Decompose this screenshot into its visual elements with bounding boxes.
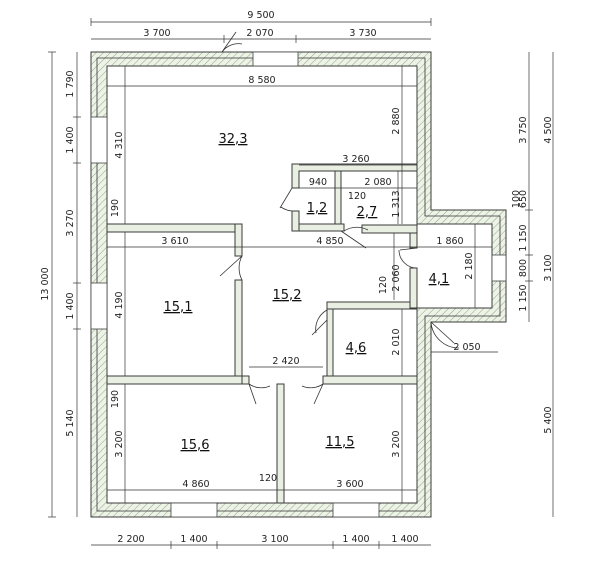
dim-wall-120a: 120 — [378, 276, 389, 294]
window-left-2 — [90, 282, 108, 330]
dim-left-4: 1 400 — [65, 292, 76, 319]
dim-bath-wall: 120 — [348, 191, 366, 202]
dim-bottom-4: 1 400 — [342, 534, 369, 545]
dim-bed-w1: 4 860 — [182, 479, 209, 490]
dim-right-2: 4 500 — [543, 116, 554, 143]
dimension-labels: 9 500 3 700 2 070 3 730 8 580 3 260 940 … — [40, 10, 554, 545]
room-porch-area: 4,1 — [429, 272, 450, 287]
dim-hall-w2: 4 850 — [316, 236, 343, 247]
dim-right-7: 3 100 — [543, 254, 554, 281]
dim-bottom-5: 1 400 — [391, 534, 418, 545]
room-toilet-area: 1,2 — [307, 201, 328, 216]
dim-closet-h: 2 010 — [391, 328, 402, 355]
dim-right-1: 3 750 — [518, 116, 529, 143]
dim-porch-w: 1 860 — [436, 236, 463, 247]
dim-bath-w2: 2 080 — [364, 177, 391, 188]
dim-left-1: 1 790 — [65, 70, 76, 97]
doors — [219, 31, 460, 405]
dim-inner-left-3: 4 190 — [114, 291, 125, 318]
dim-top-right: 3 730 — [349, 28, 376, 39]
dim-inner-left-1: 4 310 — [114, 131, 125, 158]
windows — [90, 51, 507, 518]
dim-inner-left-4: 190 — [110, 390, 121, 408]
dim-inner-top: 8 580 — [248, 75, 275, 86]
room-labels: 32,3 1,2 2,7 15,1 15,2 4,1 4,6 15,6 11,5 — [164, 132, 450, 453]
window-top — [252, 51, 299, 67]
room-bed-right-area: 11,5 — [326, 435, 355, 450]
outer-dimension-lines — [48, 18, 554, 549]
window-bottom-2 — [332, 502, 380, 518]
dim-inner-left-5: 3 200 — [114, 430, 125, 457]
dim-bath-w1: 940 — [309, 177, 327, 188]
room-living-area: 32,3 — [219, 132, 248, 147]
room-left-area: 15,1 — [164, 300, 193, 315]
dim-bed-h-right: 3 200 — [391, 430, 402, 457]
inner-dimension-lines — [107, 66, 492, 503]
dim-right-4: 650 — [518, 190, 529, 208]
dim-bottom-3: 3 100 — [261, 534, 288, 545]
window-right — [491, 254, 507, 282]
dim-corridor-w: 2 420 — [272, 356, 299, 367]
dim-right-8: 1 150 — [518, 284, 529, 311]
dim-porch-bottom: 2 050 — [453, 342, 480, 353]
room-bath-area: 2,7 — [357, 205, 378, 220]
inner-walls — [106, 163, 418, 504]
dim-bottom-1: 2 200 — [117, 534, 144, 545]
window-left-1 — [90, 116, 108, 164]
dim-bed-w2: 3 600 — [336, 479, 363, 490]
room-closet-area: 4,6 — [346, 341, 367, 356]
dim-top-left: 3 700 — [143, 28, 170, 39]
room-hall-area: 15,2 — [273, 288, 302, 303]
dim-left-total: 13 000 — [40, 267, 51, 300]
dim-right-9: 5 400 — [543, 406, 554, 433]
dim-right-3: 100 — [511, 190, 522, 208]
room-bed-left-area: 15,6 — [181, 438, 210, 453]
dim-left-5: 5 140 — [65, 409, 76, 436]
dim-bottom-2: 1 400 — [180, 534, 207, 545]
dim-bath-h: 1 313 — [391, 190, 402, 217]
dim-bed-wall: 120 — [259, 473, 277, 484]
dim-hall-h: 2 060 — [391, 264, 402, 291]
dim-right-5: 1 150 — [518, 224, 529, 251]
dim-hall-w1: 3 610 — [161, 236, 188, 247]
dim-inner-left-2: 190 — [110, 199, 121, 217]
dim-porch-h: 2 180 — [464, 252, 475, 279]
dim-left-3: 3 270 — [65, 209, 76, 236]
dim-top-total: 9 500 — [247, 10, 274, 21]
window-bottom-1 — [170, 502, 218, 518]
dim-left-2: 1 400 — [65, 126, 76, 153]
dim-bath-top: 3 260 — [342, 154, 369, 165]
dim-right-6: 800 — [518, 259, 529, 277]
dim-top-mid: 2 070 — [246, 28, 273, 39]
dim-inner-right-1: 2 880 — [391, 107, 402, 134]
